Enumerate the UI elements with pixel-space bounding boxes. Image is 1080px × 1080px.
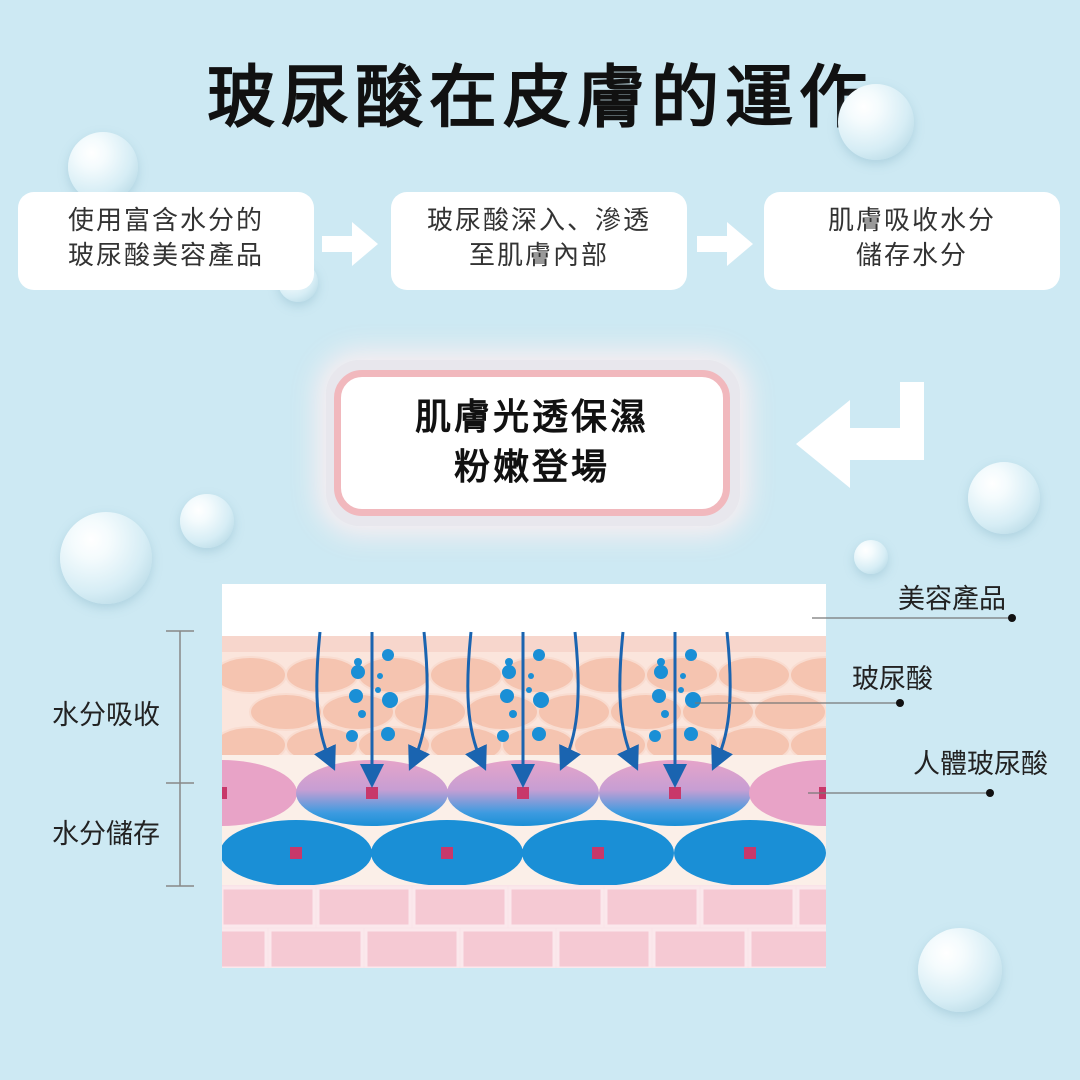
base-tile	[748, 928, 826, 968]
cell-marker	[669, 787, 681, 799]
hyaluronic-cell	[749, 760, 826, 826]
bubble-icon	[180, 494, 234, 548]
water-droplet-icon	[375, 687, 381, 693]
return-arrow-icon	[796, 382, 924, 488]
water-droplet-icon	[382, 692, 398, 708]
cell-marker	[222, 787, 227, 799]
skin-cell	[357, 656, 431, 694]
base-tile	[222, 886, 316, 928]
skin-cell	[222, 656, 287, 694]
label-water-store: 水分儲存	[52, 819, 160, 850]
water-droplet-icon	[351, 665, 365, 679]
base-tile	[268, 928, 364, 968]
base-tile	[316, 886, 412, 928]
water-droplet-icon	[661, 710, 669, 718]
water-droplet-icon	[509, 710, 517, 718]
water-droplet-icon	[500, 689, 514, 703]
skin-cell	[573, 656, 647, 694]
cell-marker	[517, 787, 529, 799]
hyaluronic-cell	[222, 760, 297, 826]
cell-marker	[290, 847, 302, 859]
water-droplet-icon	[533, 692, 549, 708]
step-text: 玻尿酸美容產品	[67, 241, 264, 271]
water-droplet-icon	[532, 727, 546, 741]
bubble-icon	[918, 928, 1002, 1012]
base-tile	[460, 928, 556, 968]
base-tile	[412, 886, 508, 928]
water-droplet-icon	[358, 710, 366, 718]
water-droplet-icon	[652, 689, 666, 703]
water-droplet-icon	[657, 658, 665, 666]
step-text: 玻尿酸深入、滲透	[426, 206, 651, 236]
step-use-product: 使用富含水分的 玻尿酸美容產品	[18, 192, 314, 290]
skin-cell	[753, 693, 826, 731]
skin-cell	[249, 693, 323, 731]
skin-cell	[789, 656, 826, 694]
water-droplet-icon	[502, 665, 516, 679]
result-text: 粉嫩登場	[453, 447, 610, 488]
result-box: 肌膚光透保濕 粉嫩登場	[334, 370, 730, 516]
water-flow-arrow-icon	[617, 631, 639, 771]
water-droplet-icon	[685, 692, 701, 708]
water-droplet-icon	[354, 658, 362, 666]
water-droplet-icon	[346, 730, 358, 742]
bubble-icon	[854, 540, 888, 574]
label-water-absorb: 水分吸收	[52, 700, 160, 731]
water-flow-arrow-icon	[465, 631, 487, 771]
water-droplet-icon	[685, 649, 697, 661]
step-text: 使用富含水分的	[67, 206, 264, 236]
water-droplet-icon	[649, 730, 661, 742]
water-droplet-icon	[526, 687, 532, 693]
base-tile	[796, 886, 826, 928]
water-droplet-icon	[497, 730, 509, 742]
water-flow-arrow-icon	[408, 631, 430, 771]
bubble-icon	[838, 84, 914, 160]
bubble-icon	[60, 512, 152, 604]
label-hyaluronic-acid: 玻尿酸	[852, 664, 933, 695]
label-beauty-product: 美容產品	[898, 584, 1006, 615]
water-droplet-icon	[377, 673, 383, 679]
skin-cell	[393, 693, 467, 731]
skin-cell	[429, 656, 503, 694]
base-tile	[556, 928, 652, 968]
bubble-icon	[968, 462, 1040, 534]
base-tile	[604, 886, 700, 928]
base-tile	[652, 928, 748, 968]
skin-cell	[285, 656, 359, 694]
base-tile	[700, 886, 796, 928]
water-droplet-icon	[382, 649, 394, 661]
base-tile	[222, 928, 268, 968]
water-droplet-icon	[680, 673, 686, 679]
skin-cell	[789, 726, 826, 764]
bubble-icon	[68, 132, 138, 202]
cell-marker	[744, 847, 756, 859]
water-droplet-icon	[381, 727, 395, 741]
base-tile	[508, 886, 604, 928]
step-penetrate: 玻尿酸深入、滲透 至肌膚內部	[391, 192, 687, 290]
water-droplet-icon	[684, 727, 698, 741]
water-droplet-icon	[349, 689, 363, 703]
cell-marker	[366, 787, 378, 799]
base-tile	[364, 928, 460, 968]
cell-marker	[592, 847, 604, 859]
step-absorb-store: 肌膚吸收水分 儲存水分	[764, 192, 1060, 290]
water-droplet-icon	[528, 673, 534, 679]
right-arrow-icon	[697, 222, 753, 266]
step-text: 肌膚吸收水分	[827, 206, 996, 236]
right-arrow-icon	[322, 222, 378, 266]
water-droplet-icon	[505, 658, 513, 666]
label-human-hyaluronic-acid: 人體玻尿酸	[913, 749, 1048, 780]
page-title: 玻尿酸在皮膚的運作	[206, 59, 873, 138]
water-flow-arrow-icon	[314, 631, 336, 771]
step-text: 儲存水分	[855, 241, 968, 271]
water-droplet-icon	[678, 687, 684, 693]
result-text: 肌膚光透保濕	[414, 397, 649, 438]
cell-marker	[441, 847, 453, 859]
water-droplet-icon	[654, 665, 668, 679]
water-flow-arrow-icon	[711, 631, 733, 771]
step-text: 至肌膚內部	[468, 241, 609, 271]
water-flow-arrow-icon	[559, 631, 581, 771]
water-droplet-icon	[533, 649, 545, 661]
